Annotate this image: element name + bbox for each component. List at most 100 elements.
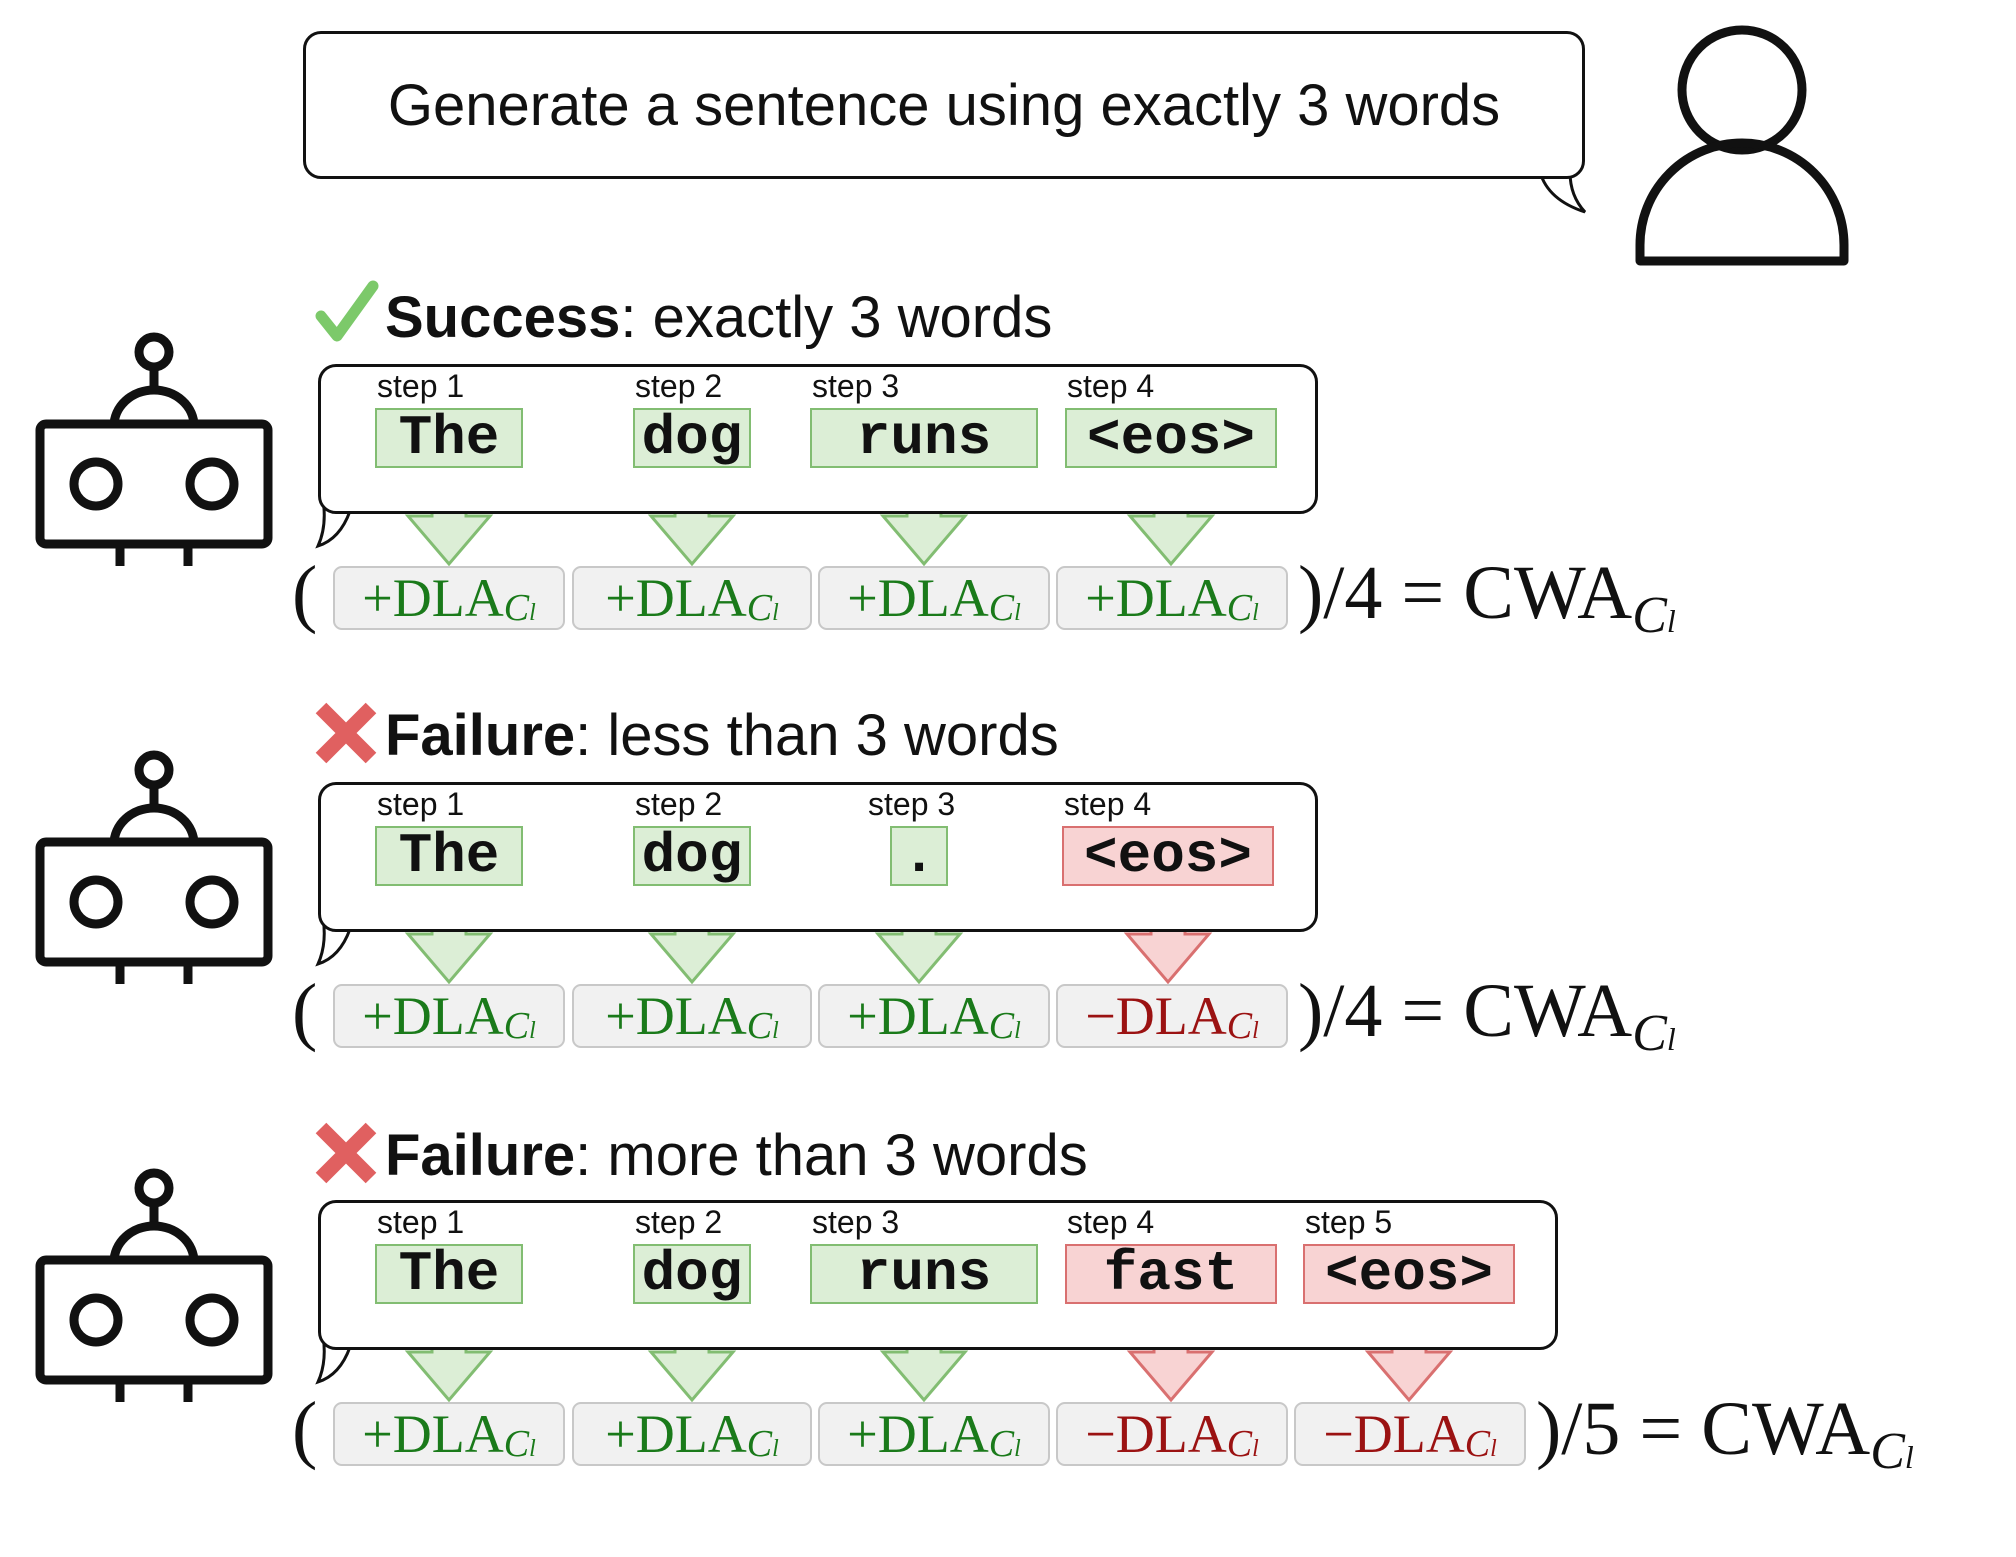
- scenario-2-status-word: Failure: [385, 703, 576, 768]
- cwa-label: CWA: [1463, 969, 1633, 1053]
- open-paren: (: [292, 1387, 318, 1471]
- cwa-label: CWA: [1463, 551, 1633, 635]
- dla-subscript-index: l: [1252, 1436, 1259, 1462]
- cwa-subscript: Cl: [1632, 587, 1676, 644]
- dla-subscript: Cl: [503, 1005, 536, 1047]
- token-box: The: [375, 1242, 523, 1306]
- token-box: .: [890, 824, 948, 888]
- scenario-3-status-word: Failure: [385, 1123, 576, 1188]
- prompt-bubble: Generate a sentence using exactly 3 word…: [303, 31, 1585, 179]
- robot-icon: [35, 750, 273, 984]
- dla-subscript-index: l: [1252, 600, 1259, 626]
- open-paren: (: [292, 551, 318, 635]
- dla-subscript: Cl: [746, 587, 779, 629]
- user-icon: [1635, 25, 1849, 266]
- dla-subscript-index: l: [1490, 1436, 1497, 1462]
- robot-icon: [35, 332, 273, 566]
- dla-subscript-index: l: [772, 600, 779, 626]
- cwa-subscript: Cl: [1870, 1423, 1914, 1480]
- scenario-1-status-word: Success: [385, 285, 621, 350]
- step-label: step 1: [377, 1204, 465, 1240]
- robot-icon: [35, 1168, 273, 1402]
- cwa-subscript-index: l: [1666, 1021, 1676, 1057]
- scenario-1-status-rest: : exactly 3 words: [620, 285, 1053, 350]
- cwa-subscript-index: l: [1666, 603, 1676, 639]
- cwa-subscript: Cl: [1632, 1005, 1676, 1062]
- dla-subscript: Cl: [988, 587, 1021, 629]
- token-box: <eos>: [1303, 1242, 1515, 1306]
- dla-subscript-index: l: [1014, 1436, 1021, 1462]
- dla-subscript-index: l: [1252, 1018, 1259, 1044]
- divisor-text: )/4 =: [1298, 551, 1464, 635]
- token-box: dog: [633, 406, 751, 470]
- token-box: <eos>: [1065, 406, 1277, 470]
- dla-subscript: Cl: [746, 1423, 779, 1465]
- dla-subscript-index: l: [529, 1018, 536, 1044]
- scenario-3-status-rest: : more than 3 words: [575, 1123, 1088, 1188]
- dla-subscript-index: l: [529, 600, 536, 626]
- token-box: dog: [633, 1242, 751, 1306]
- cwa-formula: )/4 = CWACl: [1298, 968, 1676, 1062]
- token-box: fast: [1065, 1242, 1277, 1306]
- step-label: step 3: [868, 786, 956, 822]
- scenario-3-heading: Failure: more than 3 words: [385, 1122, 1088, 1189]
- dla-subscript: Cl: [988, 1005, 1021, 1047]
- dla-subscript-index: l: [529, 1436, 536, 1462]
- divisor-text: )/4 =: [1298, 969, 1464, 1053]
- scenario-2-status-rest: : less than 3 words: [575, 703, 1059, 768]
- prompt-text: Generate a sentence using exactly 3 word…: [387, 72, 1501, 138]
- scenario-2-heading: Failure: less than 3 words: [385, 702, 1059, 769]
- step-label: step 1: [377, 368, 465, 404]
- dla-subscript: Cl: [503, 587, 536, 629]
- cwa-subscript-index: l: [1904, 1439, 1914, 1475]
- token-box: The: [375, 824, 523, 888]
- dla-subscript: Cl: [988, 1423, 1021, 1465]
- divisor-text: )/5 =: [1536, 1387, 1702, 1471]
- dla-subscript: Cl: [503, 1423, 536, 1465]
- dla-subscript: Cl: [1226, 1005, 1259, 1047]
- step-label: step 3: [812, 1204, 900, 1240]
- token-box: <eos>: [1062, 824, 1274, 888]
- token-box: runs: [810, 406, 1038, 470]
- dla-subscript: Cl: [1464, 1423, 1497, 1465]
- dla-subscript: Cl: [1226, 1423, 1259, 1465]
- dla-subscript-index: l: [772, 1436, 779, 1462]
- step-label: step 3: [812, 368, 900, 404]
- prompt-bubble-tail: [1538, 171, 1587, 214]
- cwa-formula: )/5 = CWACl: [1536, 1386, 1914, 1480]
- token-box: The: [375, 406, 523, 470]
- cwa-formula: )/4 = CWACl: [1298, 550, 1676, 644]
- step-label: step 4: [1067, 368, 1155, 404]
- scenario-1-heading: Success: exactly 3 words: [385, 284, 1052, 351]
- token-box: dog: [633, 824, 751, 888]
- dla-subscript-index: l: [1014, 600, 1021, 626]
- step-label: step 2: [635, 368, 723, 404]
- step-label: step 2: [635, 1204, 723, 1240]
- step-label: step 5: [1305, 1204, 1393, 1240]
- step-label: step 4: [1067, 1204, 1155, 1240]
- step-label: step 4: [1064, 786, 1152, 822]
- cwa-label: CWA: [1701, 1387, 1871, 1471]
- cross-icon: [315, 1122, 377, 1189]
- dla-subscript: Cl: [746, 1005, 779, 1047]
- check-icon: [315, 280, 379, 349]
- step-label: step 2: [635, 786, 723, 822]
- cross-icon: [315, 702, 377, 769]
- dla-subscript-index: l: [1014, 1018, 1021, 1044]
- dla-subscript-index: l: [772, 1018, 779, 1044]
- dla-subscript: Cl: [1226, 587, 1259, 629]
- step-label: step 1: [377, 786, 465, 822]
